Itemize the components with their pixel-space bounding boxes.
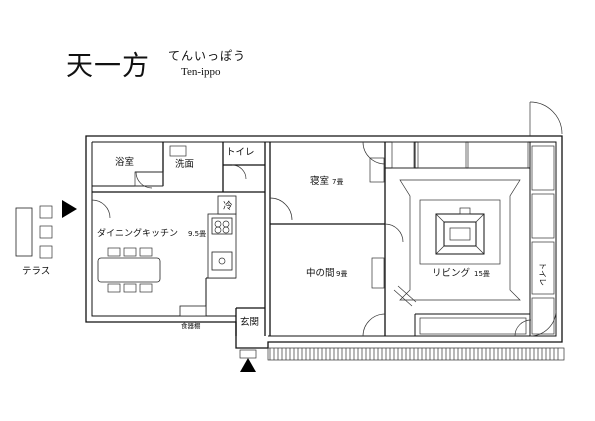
label-middle-room: 中の間 [306, 267, 335, 279]
label-dining-kitchen-size: 9.5畳 [188, 230, 206, 238]
title-block: 天一方 てんいっぽう Ten-ippo [0, 0, 595, 100]
plan-title-roman: Ten-ippo [181, 66, 221, 78]
terrace-entry-arrow [62, 200, 77, 218]
living-hearth-frame [393, 179, 521, 307]
interior-walls [92, 142, 531, 336]
bath-fixtures [134, 145, 187, 187]
window-strips [391, 141, 555, 335]
label-bath: 浴室 [115, 156, 134, 168]
label-middle-room-size: 9畳 [336, 270, 347, 278]
plan-title-reading: てんいっぽう [168, 49, 247, 63]
entrance-arrows [62, 200, 257, 372]
label-entrance: 玄関 [240, 316, 259, 328]
plan-title: 天一方 [66, 51, 150, 82]
label-bedroom-size: 7畳 [332, 178, 343, 186]
label-washroom: 洗面 [175, 158, 194, 170]
door-swings [91, 101, 563, 337]
label-terrace: テラス [22, 266, 50, 277]
label-toilet: トイレ [226, 147, 255, 158]
room-labels: 浴室 洗面 トイレ 寝室 7畳 冷 ダイニングキッチン 9.5畳 中の間 9畳 … [22, 147, 547, 330]
dining-set [97, 247, 161, 293]
middle-room-features [369, 157, 385, 289]
terrace-furniture [15, 205, 53, 259]
label-dining-kitchen: ダイニングキッチン [97, 227, 178, 239]
label-cupboard: 食器棚 [181, 321, 201, 330]
label-fridge: 冷 [223, 200, 233, 212]
label-living: リビング [432, 267, 471, 279]
kitchen-fixtures [179, 195, 237, 317]
front-entry-arrow [240, 358, 256, 372]
label-bedroom: 寝室 [310, 175, 329, 187]
veranda-decking [267, 347, 565, 361]
label-living-size: 15畳 [474, 270, 490, 278]
label-closet: トイレ [538, 262, 547, 286]
